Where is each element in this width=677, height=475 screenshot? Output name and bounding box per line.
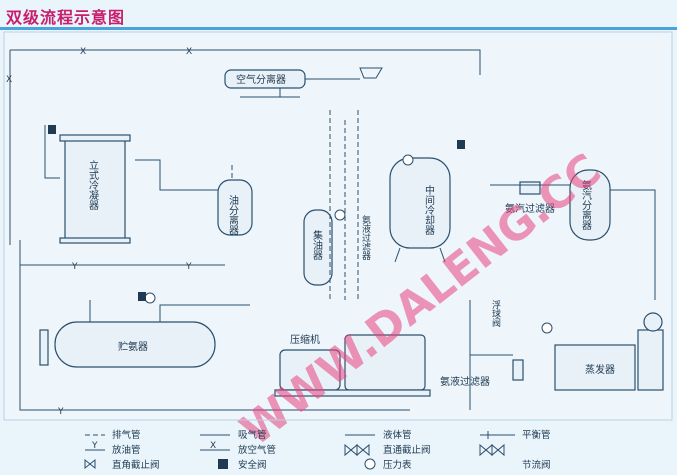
legend-air-release: 放空气管 bbox=[238, 444, 276, 456]
evaporator-side-tank bbox=[637, 329, 664, 391]
evaporator-label: 蒸发器 bbox=[585, 363, 615, 376]
pipe-mark-y-2: Y bbox=[185, 262, 192, 272]
vertical-condenser-bottom bbox=[59, 237, 131, 244]
evaporator-agitator-motor bbox=[643, 312, 663, 332]
title-underline bbox=[0, 27, 677, 30]
legend-pressure-gauge: 压力表 bbox=[383, 459, 412, 471]
legend-suction: 吸气管 bbox=[238, 429, 267, 441]
oil-return-dashes bbox=[329, 110, 359, 300]
air-release-top-line bbox=[10, 49, 481, 75]
oil-drain-line bbox=[19, 240, 410, 411]
page-title: 双级流程示意图 bbox=[6, 8, 126, 27]
air-separator-bottom-line bbox=[240, 88, 300, 98]
legend-oil-drain: 放油管 bbox=[112, 444, 141, 456]
legend-liquid: 液体管 bbox=[383, 429, 412, 441]
ammonia-gas-line bbox=[490, 184, 656, 300]
safety-valve-icon-1 bbox=[48, 125, 56, 134]
collector-label: 集油器 bbox=[311, 229, 323, 261]
legend-angle-valve: 直角截止阀 bbox=[112, 459, 160, 471]
intermediate-cooler bbox=[389, 157, 451, 249]
pressure-gauge-icon-4 bbox=[541, 322, 553, 334]
ammonia-gas-filter-label: 氨汽过滤器 bbox=[505, 202, 555, 215]
legend-throttle-icon bbox=[479, 443, 505, 457]
compressor-base bbox=[274, 389, 431, 397]
liquid-filter-label: 氨液过滤器 bbox=[440, 375, 490, 388]
legend-oil-mark: Y bbox=[91, 441, 98, 451]
pipe-mark-x-3: X bbox=[6, 75, 12, 85]
legend-straight-valve-icon bbox=[344, 443, 370, 457]
legend-safety-valve-icon bbox=[218, 459, 228, 469]
pipe-mark-x-1: X bbox=[80, 47, 86, 57]
evaporator bbox=[554, 344, 636, 391]
vertical-condenser bbox=[64, 139, 126, 241]
pipe-mark-x-2: X bbox=[186, 47, 192, 57]
compressor-label: 压缩机 bbox=[290, 333, 320, 346]
ammonia-liquid-filter-vert-label: 氨液过滤器 bbox=[360, 214, 371, 260]
legend-air-mark: X bbox=[210, 441, 216, 451]
float-valve bbox=[512, 359, 524, 381]
liquid-line-right bbox=[469, 300, 513, 410]
intermediate-cooler-legs bbox=[394, 247, 446, 263]
legend-balance-line bbox=[480, 431, 515, 439]
legend-pressure-gauge-icon bbox=[364, 458, 376, 470]
pipe-mark-y-1: Y bbox=[71, 262, 78, 272]
oil-separator-exhaust bbox=[160, 165, 233, 191]
ammonia-separator bbox=[569, 169, 611, 241]
float-valve-label: 浮球阀 bbox=[490, 299, 501, 328]
legend-balance: 平衡管 bbox=[522, 429, 551, 441]
safety-valve-icon-2 bbox=[457, 140, 465, 149]
pipe-mark-y-3: Y bbox=[57, 407, 64, 417]
pressure-gauge-icon-1 bbox=[402, 154, 414, 166]
legend-safety-valve: 安全阀 bbox=[238, 459, 267, 471]
air-separator-label: 空气分离器 bbox=[236, 73, 286, 86]
collector bbox=[303, 209, 333, 286]
legend-straight-valve: 直通截止阀 bbox=[383, 444, 431, 456]
ammonia-tank-top-pipes bbox=[89, 300, 250, 322]
air-separator-outlet bbox=[305, 67, 383, 80]
pressure-gauge-icon-3 bbox=[144, 292, 156, 304]
ammonia-tank-label: 贮氨器 bbox=[118, 340, 148, 353]
condenser-left-pipe bbox=[44, 125, 60, 179]
intermediate-cooler-label: 中间冷却器 bbox=[423, 184, 435, 236]
ammonia-separator-label: 氨汽分离器 bbox=[580, 179, 592, 231]
ammonia-tank-level-glass bbox=[39, 329, 49, 366]
legend-angle-valve-icon bbox=[84, 458, 96, 470]
vertical-condenser-top bbox=[59, 134, 131, 142]
legend-throttle: 节流阀 bbox=[522, 459, 551, 471]
pressure-gauge-icon-2 bbox=[334, 209, 346, 221]
ammonia-tank bbox=[54, 321, 216, 368]
legend-exhaust: 排气管 bbox=[112, 429, 141, 441]
vertical-condenser-label: 立式冷凝器 bbox=[87, 159, 99, 211]
oil-separator bbox=[217, 179, 253, 236]
oil-separator-label: 油分离器 bbox=[227, 194, 239, 236]
safety-valve-icon-3 bbox=[138, 292, 146, 301]
